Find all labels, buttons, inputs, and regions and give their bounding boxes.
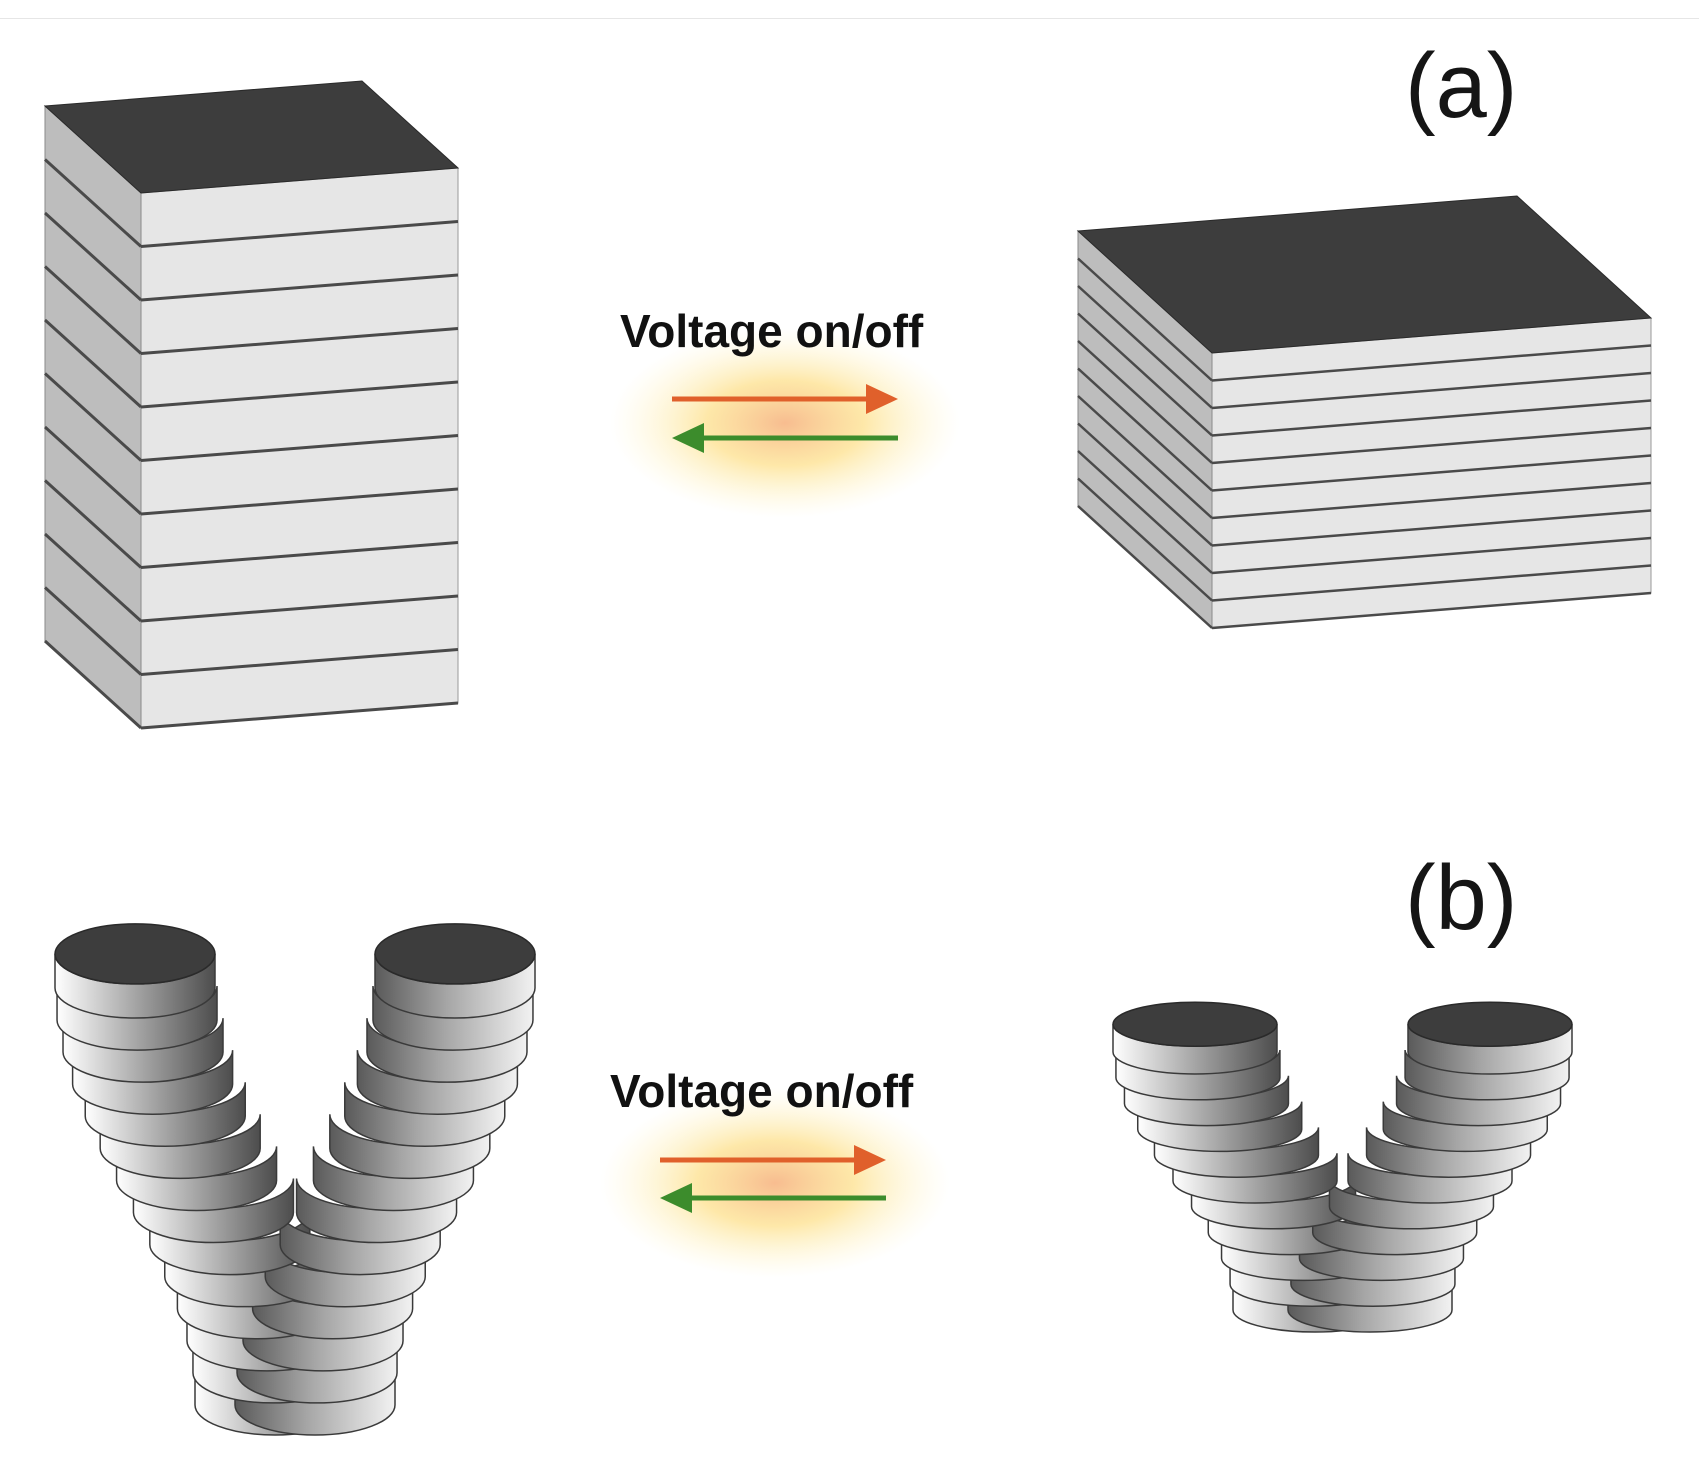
layer-separator <box>1077 505 1213 629</box>
layer-separator <box>1211 591 1652 630</box>
helix-top-cap <box>1407 1001 1573 1047</box>
top-face <box>43 80 460 194</box>
layer-separator <box>1077 312 1213 437</box>
layer-separator <box>140 380 459 409</box>
reverse-arrow-icon <box>660 1183 886 1213</box>
layer-separator <box>1211 564 1652 602</box>
layer-separator <box>1077 285 1213 409</box>
tall-layer-stack <box>43 80 460 730</box>
layer-separator <box>140 220 459 248</box>
layer-separator <box>43 425 143 516</box>
forward-arrow-icon <box>672 384 898 414</box>
top-face <box>1076 195 1653 354</box>
layer-separator <box>1211 536 1652 575</box>
layer-separator <box>140 701 459 730</box>
layer-separator <box>1211 454 1652 492</box>
helix-top-cap <box>54 923 216 985</box>
voltage-label-b: Voltage on/off <box>610 1065 914 1117</box>
tall-twisted-helix <box>54 923 536 1436</box>
glow-b <box>600 1088 950 1278</box>
layer-separator <box>43 318 143 409</box>
layer-separator <box>1077 477 1213 602</box>
layer-separator <box>1077 340 1213 464</box>
layer-separator <box>43 265 143 355</box>
layer-separator <box>1077 367 1213 492</box>
layer-separator <box>43 586 143 676</box>
glow-a <box>610 328 960 518</box>
switch-arrows-a <box>610 328 960 518</box>
layer-separator <box>1211 344 1652 382</box>
layer-separator <box>43 158 143 248</box>
panel-label-a: (a) <box>1405 35 1518 137</box>
layer-separator <box>1077 395 1213 519</box>
top-divider <box>0 18 1699 19</box>
switch-arrows-b <box>600 1088 950 1278</box>
helix-top-cap <box>1112 1001 1278 1047</box>
layer-separator <box>140 541 459 569</box>
layer-separator <box>1211 399 1652 437</box>
layer-separator <box>140 327 459 355</box>
layer-separator <box>140 434 459 462</box>
panel-label-b: (b) <box>1405 847 1518 949</box>
layer-separator <box>43 639 143 730</box>
layer-separator <box>1211 371 1652 410</box>
layer-separator <box>43 479 143 569</box>
reverse-arrow-icon <box>672 423 898 453</box>
layer-separator <box>140 594 459 623</box>
layer-separator <box>1077 257 1213 382</box>
layer-separator <box>1211 509 1652 547</box>
voltage-label-a: Voltage on/off <box>620 305 924 357</box>
forward-arrow-icon <box>660 1145 886 1175</box>
layer-separator <box>140 648 459 676</box>
layer-separator <box>43 211 143 302</box>
layer-separator <box>1211 426 1652 465</box>
layer-separator <box>140 273 459 302</box>
layer-separator <box>1077 450 1213 574</box>
compressed-layer-stack <box>1076 195 1653 630</box>
layer-separator <box>43 372 143 462</box>
layer-separator <box>43 532 143 623</box>
layer-separator <box>140 487 459 516</box>
layer-separator <box>1211 481 1652 520</box>
layer-separator <box>1077 422 1213 547</box>
helix-top-cap <box>374 923 536 985</box>
compressed-twisted-helix <box>1112 1001 1573 1333</box>
